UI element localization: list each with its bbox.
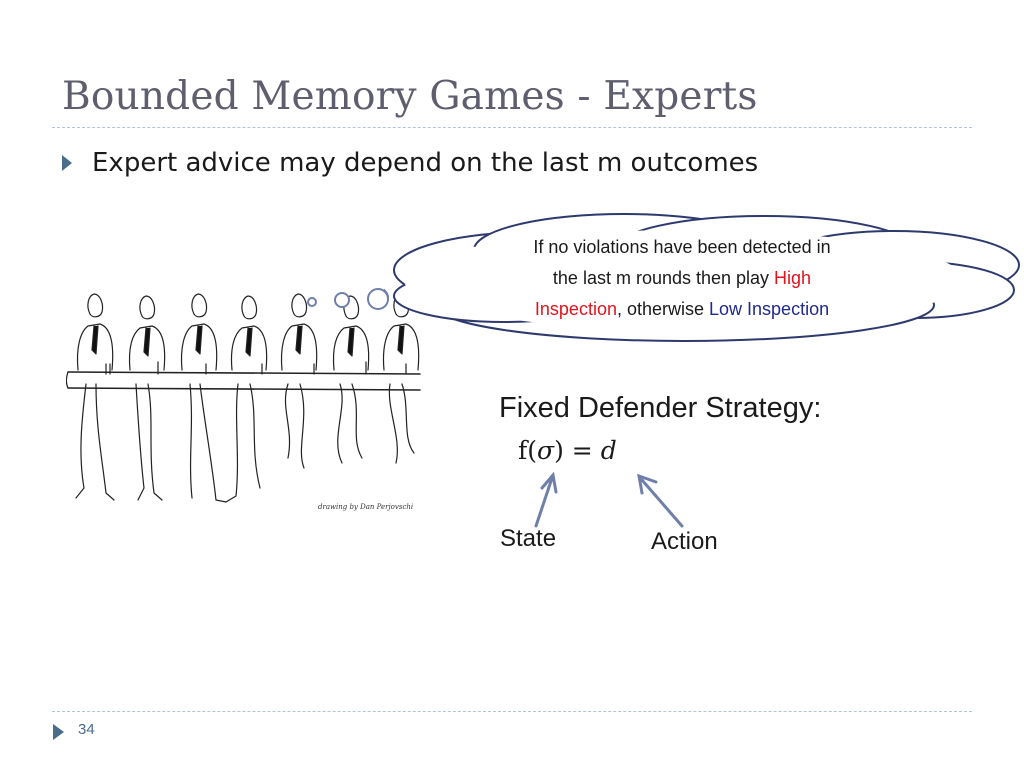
strategy-formula: f(σ) = d [518,436,617,465]
bubble-line-2-text: the last m rounds then play [552,268,775,288]
expert-figure [75,293,115,501]
footer-divider [52,711,972,712]
expert-figure [225,295,268,503]
expert-figure [180,293,227,503]
formula-result: d [600,436,617,465]
bullet-text: Expert advice may depend on the last m o… [92,148,759,178]
formula-func: f( [518,436,538,465]
image-credit: drawing by Dan Perjovschi [318,503,414,511]
expert-figure [382,293,420,464]
bubble-line-3-text: , otherwise [616,299,710,319]
state-arrowhead [540,471,558,494]
formula-sigma: σ [537,436,555,465]
experts-drawing [66,293,421,503]
title-divider [52,127,972,128]
high-inspection-word-2: Inspection [534,299,617,319]
strategy-heading: Fixed Defender Strategy: [499,392,822,424]
high-inspection-word-1: High [774,268,812,288]
thought-bubble-text: If no violations have been detected in t… [476,232,888,325]
page-number: 34 [78,721,95,738]
formula-mid: ) = [554,436,601,465]
slide-title: Bounded Memory Games - Experts [62,74,758,119]
state-arrow [534,476,554,528]
bullet-triangle-icon [62,155,72,171]
state-label: State [500,525,557,552]
footer-triangle-icon [53,724,64,740]
bubble-line-3: Inspection, otherwise Low Inspection [476,294,888,325]
bullet-item: Expert advice may depend on the last m o… [62,148,758,178]
bubble-line-2: the last m rounds then play High [476,263,888,294]
action-arrow [640,478,684,528]
formula-arrows [534,471,684,528]
expert-figure [332,295,370,464]
expert-figure [128,295,166,501]
thought-dots [307,288,389,310]
low-inspection-text: Low Inspection [709,299,830,319]
thought-bubble [384,213,1020,342]
action-label: Action [651,528,718,555]
action-arrowhead [637,473,658,495]
bubble-line-1: If no violations have been detected in [533,237,831,257]
expert-figure [280,293,318,469]
